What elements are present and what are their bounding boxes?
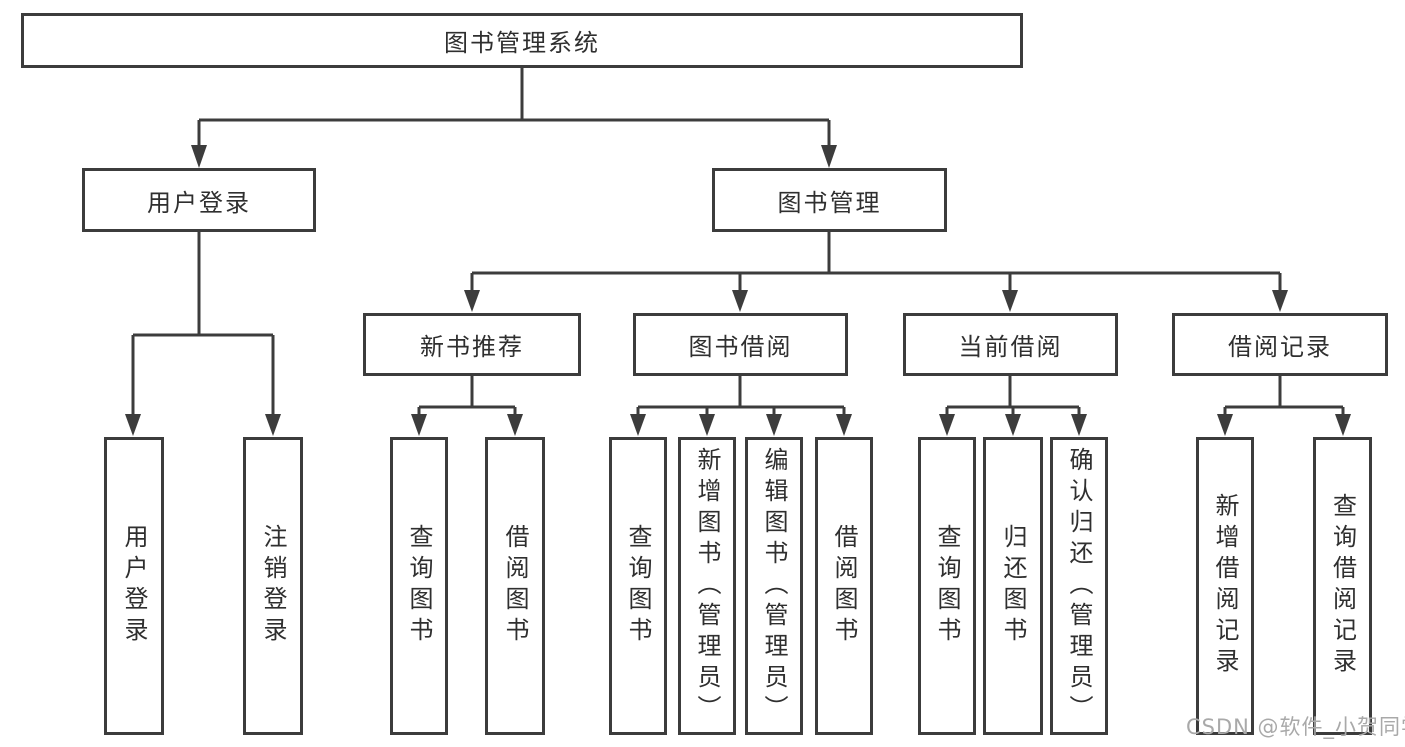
leaf-borrow-books: 借阅图书	[815, 437, 873, 735]
node-borrow-records-label: 借阅记录	[1228, 333, 1332, 361]
leaf-return-book: 归还图书	[983, 437, 1043, 735]
leaf-borrow-books-label: 借阅图书	[830, 524, 858, 648]
leaf-confirm-return-admin-label: 确认归还（管理员）	[1065, 446, 1093, 726]
leaf-query-books-borrow-label: 查询图书	[624, 524, 652, 648]
watermark: CSDN @软件_小贺同学	[1186, 715, 1405, 739]
leaf-borrow-books-recommend-label: 借阅图书	[501, 524, 529, 648]
connector-root-split	[191, 68, 837, 168]
arrow-head	[1071, 414, 1087, 436]
arrow-head	[125, 414, 141, 436]
connector-borrow-records-split	[1217, 376, 1351, 436]
leaf-query-books-current: 查询图书	[918, 437, 976, 735]
connector-line	[131, 232, 275, 415]
connector-book-borrow-split	[630, 376, 852, 436]
connector-line	[470, 232, 1282, 292]
arrow-head	[464, 290, 480, 312]
node-root: 图书管理系统	[21, 13, 1023, 68]
leaf-confirm-return-admin: 确认归还（管理员）	[1050, 437, 1108, 735]
leaf-add-book-admin: 新增图书（管理员）	[678, 437, 736, 735]
connector-line	[945, 376, 1081, 416]
leaf-query-borrow-record-label: 查询借阅记录	[1328, 493, 1357, 679]
arrow-head	[1217, 414, 1233, 436]
arrow-head	[265, 414, 281, 436]
leaf-query-books-recommend-label: 查询图书	[405, 524, 433, 648]
leaf-logout: 注销登录	[243, 437, 303, 735]
node-book-management-label: 图书管理	[777, 188, 882, 217]
leaf-query-books-borrow: 查询图书	[609, 437, 667, 735]
leaf-add-borrow-record-label: 新增借阅记录	[1211, 493, 1239, 679]
connector-line	[417, 376, 517, 416]
arrow-head	[836, 414, 852, 436]
arrow-head	[821, 145, 837, 168]
arrow-head	[507, 414, 523, 436]
leaf-edit-book-admin: 编辑图书（管理员）	[745, 437, 803, 735]
arrow-head	[630, 414, 646, 436]
leaf-user-login-label: 用户登录	[120, 524, 148, 648]
arrow-head	[699, 414, 715, 436]
arrow-head	[411, 414, 427, 436]
connector-new-book-split	[411, 376, 523, 436]
node-user-login-label: 用户登录	[147, 188, 251, 217]
node-book-borrow: 图书借阅	[633, 313, 848, 376]
arrow-head	[1002, 290, 1018, 312]
leaf-query-books-recommend: 查询图书	[390, 437, 448, 735]
arrow-head	[191, 145, 207, 168]
leaf-add-borrow-record: 新增借阅记录	[1196, 437, 1254, 735]
leaf-edit-book-admin-label: 编辑图书（管理员）	[760, 446, 788, 726]
arrow-head	[1272, 290, 1288, 312]
arrow-head	[1335, 414, 1351, 436]
connector-user-login-split	[125, 232, 281, 436]
arrow-head	[939, 414, 955, 436]
node-root-label: 图书管理系统	[444, 29, 600, 57]
node-user-login: 用户登录	[82, 168, 316, 232]
leaf-query-books-current-label: 查询图书	[933, 524, 961, 648]
leaf-logout-label: 注销登录	[259, 524, 287, 648]
leaf-user-login: 用户登录	[104, 437, 164, 735]
connector-line	[636, 376, 846, 416]
connector-book-mgmt-split	[464, 232, 1288, 312]
arrow-head	[766, 414, 782, 436]
leaf-borrow-books-recommend: 借阅图书	[485, 437, 545, 735]
connector-line	[1223, 376, 1345, 416]
leaf-add-book-admin-label: 新增图书（管理员）	[693, 446, 721, 726]
node-new-book-recommend-label: 新书推荐	[420, 333, 524, 361]
node-borrow-records: 借阅记录	[1172, 313, 1388, 376]
connector-current-borrow-split	[939, 376, 1087, 436]
node-current-borrow-label: 当前借阅	[958, 333, 1063, 361]
node-current-borrow: 当前借阅	[903, 313, 1118, 376]
connector-line	[197, 68, 831, 146]
arrow-head	[732, 290, 748, 312]
arrow-head	[1005, 414, 1021, 436]
leaf-return-book-label: 归还图书	[999, 524, 1027, 648]
node-book-management: 图书管理	[712, 168, 947, 232]
node-book-borrow-label: 图书借阅	[688, 333, 793, 361]
leaf-query-borrow-record: 查询借阅记录	[1313, 437, 1372, 735]
node-new-book-recommend: 新书推荐	[363, 313, 581, 376]
